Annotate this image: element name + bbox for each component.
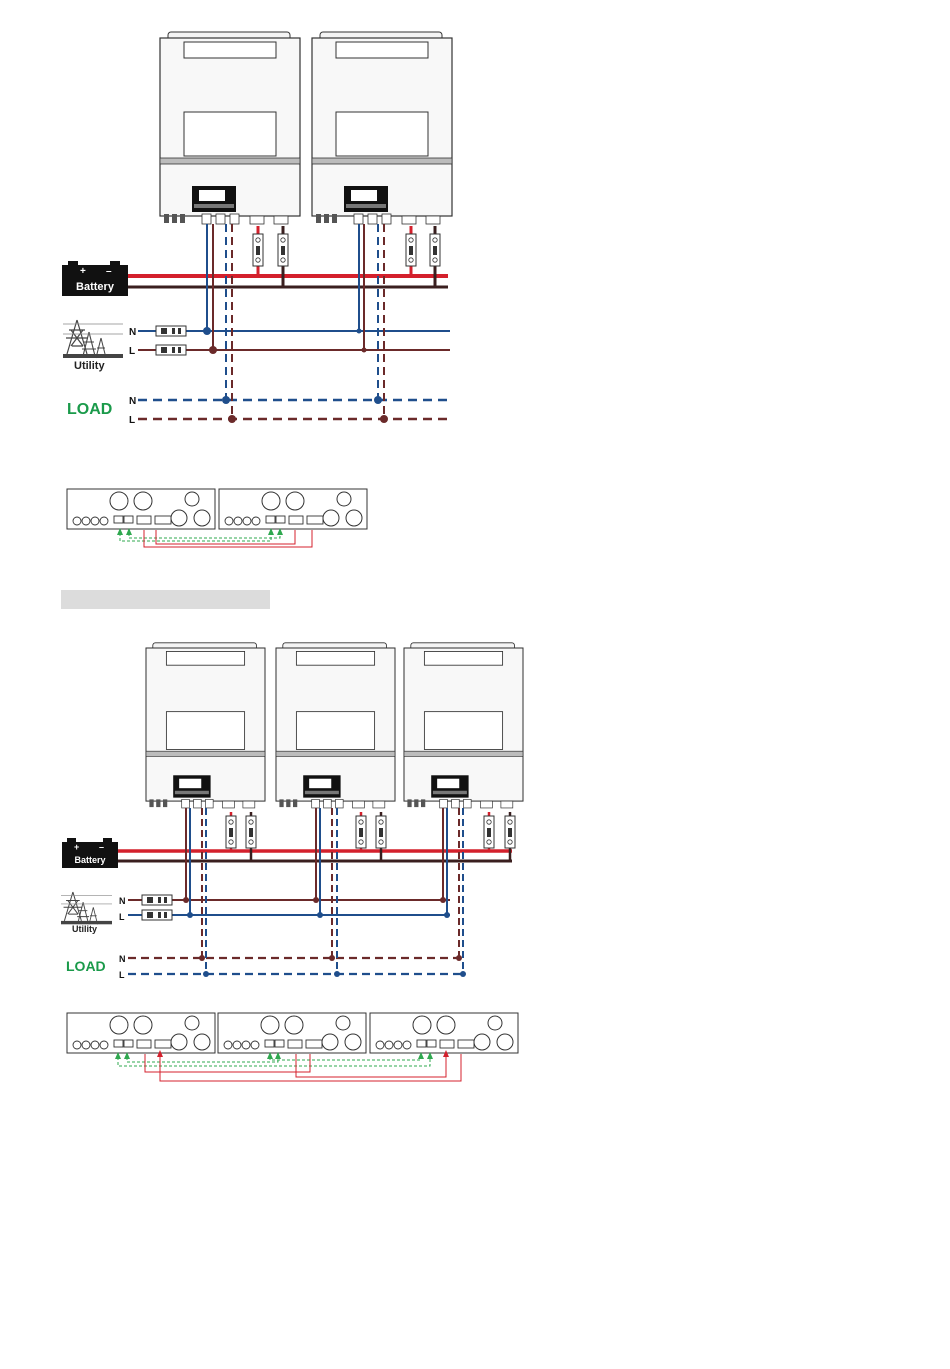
- utility-breaker: [142, 910, 172, 920]
- utility-l-label: L: [119, 912, 125, 922]
- battery-label: Battery: [74, 855, 105, 865]
- load-label: LOAD: [67, 401, 112, 418]
- diagram-three-inverters: + – Battery Utility N L: [61, 643, 523, 980]
- battery-plus-label: +: [80, 266, 86, 277]
- load-l-label: L: [129, 415, 135, 426]
- inverter-port-panel: [67, 1013, 215, 1053]
- load-l-label: L: [119, 970, 125, 980]
- battery-fuse: [356, 816, 366, 848]
- inverter-port-panel: [218, 1013, 366, 1053]
- inverter-unit: [404, 643, 523, 808]
- utility-breaker: [156, 345, 186, 355]
- battery-fuse: [246, 816, 256, 848]
- battery-minus-label: –: [106, 266, 112, 277]
- battery-fuse: [505, 816, 515, 848]
- inverter-port-panel: [67, 489, 215, 529]
- utility-l-label: L: [129, 346, 135, 357]
- inverter-port-panel: [370, 1013, 518, 1053]
- battery-fuse: [376, 816, 386, 848]
- battery-fuse: [430, 234, 440, 266]
- utility-tower-icon: [63, 320, 123, 358]
- load-label: LOAD: [66, 958, 106, 974]
- utility-n-label: N: [119, 896, 126, 906]
- utility-tower-icon: [61, 892, 112, 924]
- load-n-label: N: [129, 396, 136, 407]
- communication-wiring-two-inverters: [67, 489, 367, 547]
- battery-fuse: [226, 816, 236, 848]
- battery-minus-label: –: [99, 842, 104, 852]
- communication-wiring-three-inverters: [67, 1013, 518, 1081]
- utility-breaker: [156, 326, 186, 336]
- inverter-unit: [146, 643, 265, 808]
- battery-fuse: [253, 234, 263, 266]
- battery-fuse: [484, 816, 494, 848]
- inverter-port-panel: [219, 489, 367, 529]
- battery-plus-label: +: [74, 842, 79, 852]
- utility-label: Utility: [74, 360, 105, 372]
- battery-fuse: [406, 234, 416, 266]
- utility-n-label: N: [129, 327, 136, 338]
- inverter-unit: [276, 643, 395, 808]
- inverter-unit: [312, 32, 452, 224]
- inverter-unit: [160, 32, 300, 224]
- utility-label: Utility: [72, 924, 97, 934]
- load-n-label: N: [119, 954, 126, 964]
- utility-breaker: [142, 895, 172, 905]
- battery-fuse: [278, 234, 288, 266]
- battery-label: Battery: [76, 281, 115, 293]
- diagram-two-inverters: + – Battery Utility N L LOAD: [62, 32, 452, 426]
